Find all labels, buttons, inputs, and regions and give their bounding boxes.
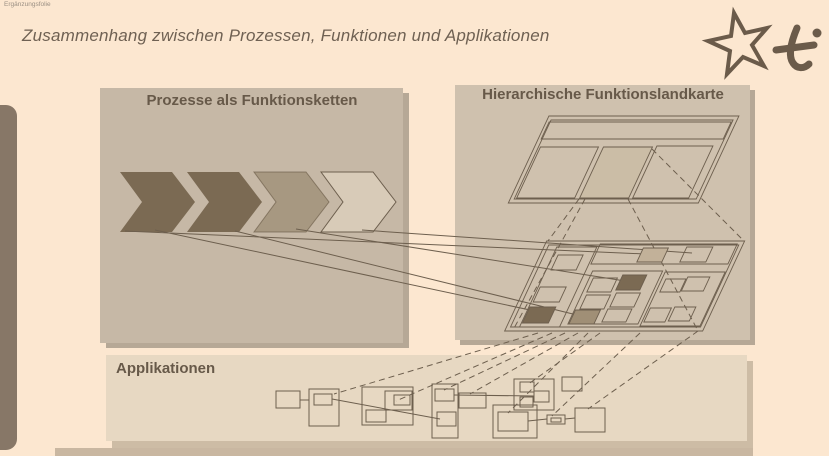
app-connector [564, 417, 576, 420]
function-box-highlight-shade [636, 247, 670, 263]
function-to-application-lines [333, 330, 699, 417]
process-chain [120, 171, 397, 233]
app-node [519, 381, 535, 393]
mapping-line [361, 229, 693, 254]
dashed-link [551, 332, 641, 417]
chevron-2 [187, 172, 262, 232]
applications-panel-bg [106, 355, 747, 441]
function-box [601, 308, 633, 323]
ti-glyph-icon [772, 24, 822, 72]
overview-map-border [507, 115, 740, 204]
chevron-1 [120, 172, 195, 232]
app-node [436, 411, 457, 427]
app-node [561, 376, 583, 392]
app-node [431, 383, 459, 439]
mapping-line [124, 230, 646, 255]
app-node [574, 407, 606, 433]
function-box [550, 254, 584, 271]
function-box [643, 307, 673, 323]
detail-middle-group [567, 270, 664, 325]
zoom-line [651, 148, 744, 241]
overview-map-border-inner [513, 119, 734, 200]
app-node [365, 409, 387, 423]
overview-box-1 [515, 146, 600, 199]
dashed-link [587, 330, 699, 410]
function-box [680, 276, 711, 292]
detail-function-map [503, 240, 746, 332]
function-map-panel-title: Hierarchische Funktionslandkarte [482, 86, 724, 103]
dashed-link [395, 332, 553, 402]
app-node [458, 392, 487, 409]
overview-box-3 [631, 145, 714, 199]
applications-panel-title: Applikationen [116, 360, 216, 377]
accent-bar [0, 105, 17, 450]
function-map-panel-bg [455, 85, 750, 340]
function-box-highlight-dark [615, 274, 648, 291]
dashed-link [469, 332, 579, 395]
application-network [275, 376, 606, 439]
function-box [532, 286, 567, 303]
app-node [313, 393, 333, 406]
app-node [308, 388, 340, 427]
function-box [579, 294, 612, 310]
function-box [659, 278, 687, 293]
slide-tag: Ergänzungsfolie [4, 1, 51, 8]
app-node [546, 414, 566, 425]
app-node [434, 388, 455, 402]
dashed-link [443, 332, 566, 391]
mapping-line [295, 228, 626, 282]
function-box [586, 277, 619, 293]
function-box-highlight-mid [568, 309, 602, 325]
bottom-strip [55, 448, 753, 456]
overview-box-2-selected [578, 146, 654, 199]
dashed-link [333, 332, 539, 395]
app-node [275, 390, 301, 409]
dashed-link [507, 332, 589, 414]
detail-top-band [590, 243, 738, 265]
function-box [609, 292, 642, 308]
overview-banner [540, 121, 732, 140]
function-box [679, 246, 714, 263]
function-box [667, 306, 697, 322]
processes-panel-title: Prozesse als Funktionsketten [146, 92, 358, 109]
app-connector [453, 394, 535, 397]
process-to-function-lines [124, 228, 693, 317]
app-node [533, 390, 550, 403]
chevron-3 [253, 171, 330, 233]
app-node [513, 378, 555, 411]
slide-title: Zusammenhang zwischen Prozessen, Funktio… [22, 26, 550, 45]
detail-map-border [503, 240, 746, 332]
detail-map-border-inner [509, 244, 740, 328]
logo [701, 6, 822, 80]
dashed-link [526, 332, 601, 386]
app-node [492, 404, 538, 439]
overview-function-map [507, 115, 740, 204]
mapping-line [154, 229, 545, 314]
star-icon [701, 6, 773, 80]
mapping-line [234, 230, 582, 317]
app-connector [331, 398, 441, 420]
app-node [519, 396, 534, 408]
app-node [550, 417, 562, 423]
app-node [497, 411, 529, 432]
app-node [361, 386, 414, 426]
detail-left-column [518, 246, 598, 328]
app-node [393, 394, 411, 406]
chevron-4 [320, 171, 397, 233]
function-box-highlight-dark [521, 306, 557, 324]
zoom-line [547, 198, 580, 242]
app-node [384, 390, 413, 411]
detail-right-group [639, 271, 726, 327]
